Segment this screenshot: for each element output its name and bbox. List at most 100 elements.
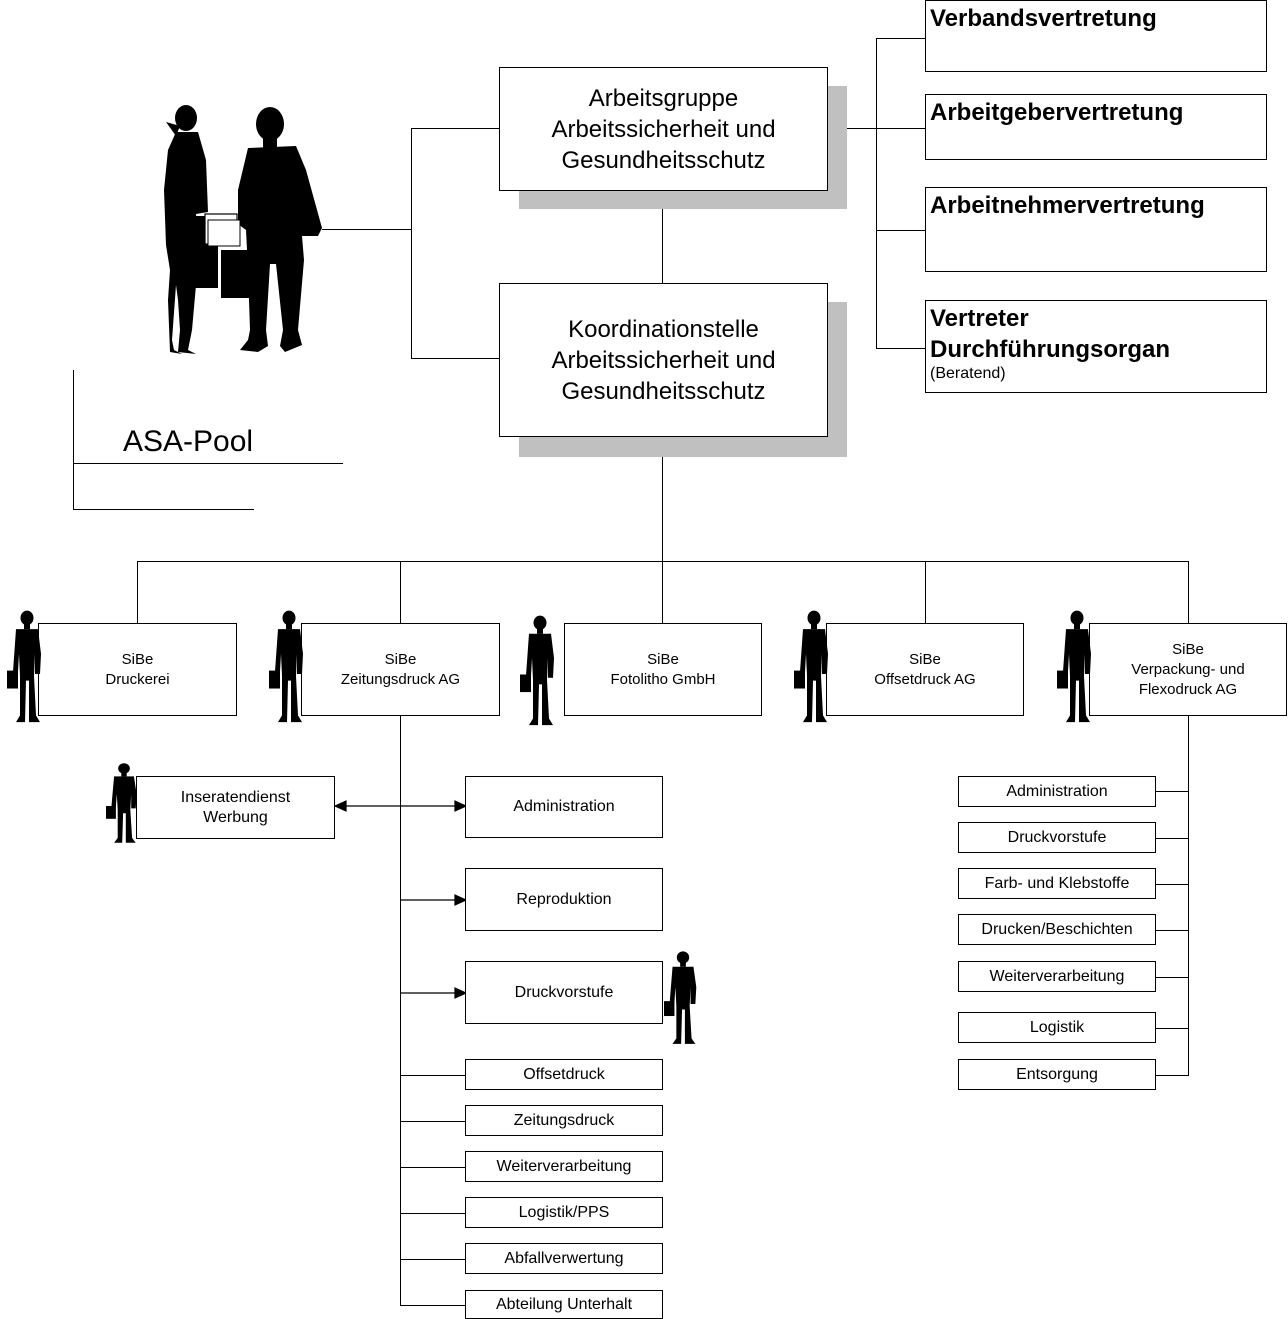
- sibe-line: Flexodruck AG: [1138, 680, 1238, 698]
- dept-label: Weiterverarbeitung: [989, 967, 1125, 985]
- sibe-line: SiBe: [909, 650, 941, 668]
- connector: [400, 561, 401, 624]
- connector: [1155, 1028, 1189, 1029]
- sibe-line: Offsetdruck AG: [874, 670, 976, 688]
- person-silhouette-icon: [520, 615, 554, 726]
- connector: [925, 561, 926, 624]
- person-silhouette-icon: [1057, 610, 1091, 723]
- flexo-dept-box: Logistik: [958, 1012, 1156, 1043]
- flexo-dept-box: Weiterverarbeitung: [958, 961, 1156, 992]
- dept-label: Entsorgung: [1016, 1065, 1098, 1083]
- rep-label: Arbeitnehmervertretung: [930, 192, 1205, 219]
- coordination-line: Koordinationstelle: [568, 315, 759, 343]
- person-silhouette-icon: [7, 610, 41, 723]
- flexo-dept-box: Administration: [958, 776, 1156, 807]
- connector: [400, 1213, 466, 1214]
- connector: [411, 358, 500, 359]
- working-group-line: Gesundheitsschutz: [561, 146, 766, 174]
- connector: [662, 190, 663, 284]
- rep-label: Durchführungsorgan: [930, 336, 1170, 363]
- sibe-line: Zeitungsdruck AG: [340, 670, 461, 688]
- connector: [1188, 716, 1189, 1075]
- connector: [1155, 977, 1189, 978]
- sibe-offsetdruck: SiBe Offsetdruck AG: [826, 623, 1024, 716]
- dept-label: Druckvorstufe: [1007, 828, 1107, 846]
- sibe-line: Verpackung- und: [1131, 660, 1245, 678]
- connector: [662, 561, 663, 624]
- dept-small-box: Abfallverwertung: [465, 1243, 663, 1274]
- sibe-line: SiBe: [384, 650, 417, 668]
- rep-label: Verbandsvertretung: [930, 5, 1157, 32]
- dept-label: Administration: [513, 798, 615, 815]
- dept-label: Abteilung Unterhalt: [495, 1295, 633, 1313]
- connector: [876, 230, 926, 231]
- rep-label: Arbeitgebervertretung: [930, 99, 1184, 126]
- dept-small-box: Abteilung Unterhalt: [465, 1290, 663, 1319]
- dept-label: Abfallverwertung: [504, 1249, 624, 1267]
- rep-verband: Verbandsvertretung: [925, 0, 1267, 72]
- connector: [400, 1075, 466, 1076]
- flexo-dept-box: Entsorgung: [958, 1059, 1156, 1090]
- connector: [1188, 561, 1189, 624]
- inserat-line: Inseratendienst: [180, 788, 291, 806]
- person-silhouette-icon: [664, 951, 697, 1044]
- flexo-dept-box: Drucken/Beschichten: [958, 914, 1156, 945]
- connector: [400, 1121, 466, 1122]
- connector: [1155, 1075, 1189, 1076]
- rep-note: (Beratend): [930, 365, 1006, 382]
- connector: [400, 716, 401, 1306]
- sibe-line: Druckerei: [105, 670, 170, 688]
- connector: [1155, 930, 1189, 931]
- druckvorstufe-box: Druckvorstufe: [465, 961, 663, 1024]
- inserat-line: Werbung: [203, 808, 268, 826]
- sibe-druckerei: SiBe Druckerei: [38, 623, 237, 716]
- dept-small-box: Zeitungsdruck: [465, 1105, 663, 1136]
- dept-small-box: Offsetdruck: [465, 1059, 663, 1090]
- reproduktion-box: Reproduktion: [465, 868, 663, 931]
- connector: [662, 436, 663, 562]
- working-group-box: Arbeitsgruppe Arbeitssicherheit und Gesu…: [499, 67, 828, 191]
- sibe-zeitungsdruck: SiBe Zeitungsdruck AG: [301, 623, 500, 716]
- coordination-line: Gesundheitsschutz: [561, 377, 766, 405]
- flexo-dept-box: Farb- und Klebstoffe: [958, 868, 1156, 899]
- dept-label: Farb- und Klebstoffe: [984, 874, 1130, 892]
- person-silhouette-icon: [794, 610, 828, 723]
- sibe-line: Fotolitho GmbH: [610, 670, 716, 688]
- connector: [876, 38, 926, 39]
- connector: [137, 561, 138, 624]
- working-group-line: Arbeitsgruppe: [588, 84, 739, 112]
- connector: [1155, 884, 1189, 885]
- connector: [322, 229, 412, 230]
- person-silhouette-icon: [269, 610, 303, 723]
- connector: [400, 1305, 466, 1306]
- sibe-flexodruck: SiBe Verpackung- und Flexodruck AG: [1089, 623, 1287, 716]
- sibe-line: SiBe: [647, 650, 679, 668]
- connector: [411, 128, 500, 129]
- connector: [1155, 838, 1189, 839]
- asa-pool-label: ASA-Pool: [123, 425, 254, 458]
- coordination-line: Arbeitssicherheit und: [551, 346, 776, 374]
- pool-line: [73, 463, 343, 464]
- dept-label: Weiterverarbeitung: [496, 1157, 632, 1175]
- connector: [137, 561, 1189, 562]
- dept-label: Administration: [1006, 782, 1108, 800]
- working-group-line: Arbeitssicherheit und: [551, 115, 776, 143]
- connector: [876, 38, 877, 349]
- person-silhouette-icon: [106, 763, 137, 843]
- connector: [400, 1167, 466, 1168]
- dept-label: Zeitungsdruck: [513, 1111, 615, 1129]
- pool-line: [73, 509, 254, 510]
- rep-durchfuehrung: Vertreter Durchführungsorgan (Beratend): [925, 300, 1267, 393]
- sibe-line: SiBe: [121, 650, 154, 668]
- flexo-dept-box: Druckvorstufe: [958, 822, 1156, 853]
- dept-small-box: Weiterverarbeitung: [465, 1151, 663, 1182]
- dept-label: Reproduktion: [516, 890, 612, 908]
- connector: [1155, 791, 1189, 792]
- dept-small-box: Logistik/PPS: [465, 1197, 663, 1228]
- connector: [876, 348, 926, 349]
- sibe-line: SiBe: [1172, 640, 1204, 658]
- sibe-fotolitho: SiBe Fotolitho GmbH: [564, 623, 762, 716]
- administration-box: Administration: [465, 776, 663, 838]
- pool-line: [73, 370, 74, 509]
